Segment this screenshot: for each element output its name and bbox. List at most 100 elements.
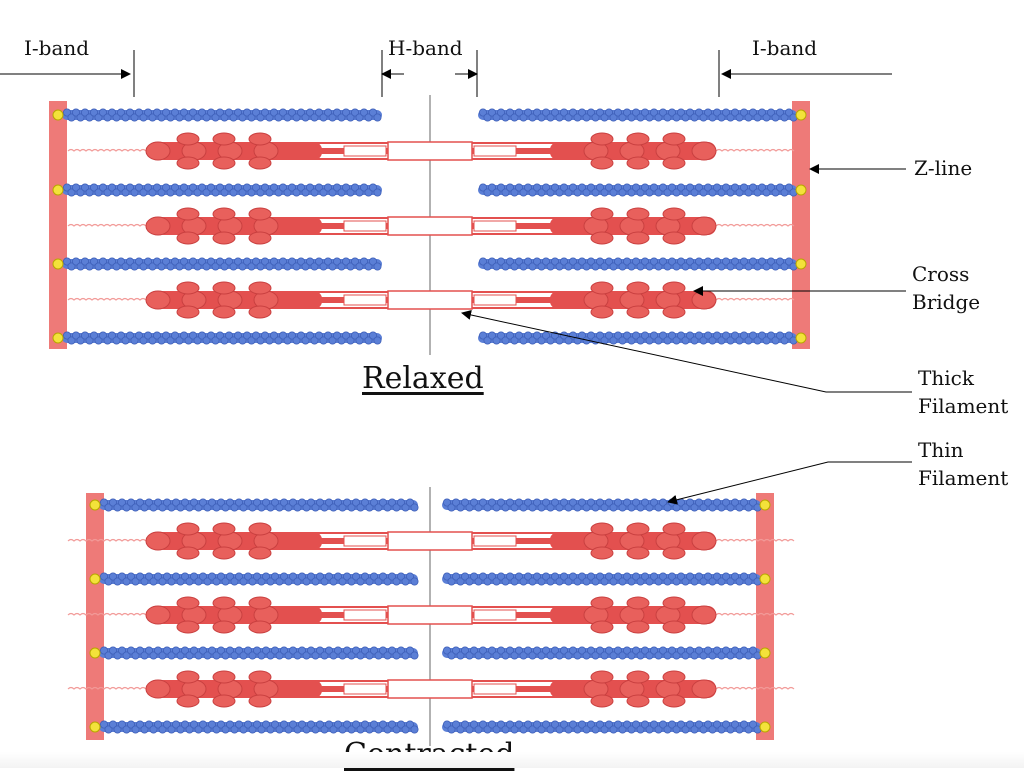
thick-filament-label: Thick Filament	[918, 366, 1009, 418]
z-line-left	[86, 493, 104, 740]
myosin-head	[248, 620, 272, 634]
thick-filament	[67, 281, 795, 319]
z-anchor	[89, 721, 101, 733]
myosin-head	[176, 281, 200, 295]
myosin-head	[691, 216, 717, 236]
myosin-head	[691, 141, 717, 161]
myosin-head	[662, 207, 686, 221]
thin-filament	[442, 498, 762, 512]
myosin-head	[145, 216, 171, 236]
thin-filament	[478, 183, 798, 197]
z-anchor	[759, 573, 771, 585]
h-band-label: H-band	[388, 36, 463, 60]
thin-filament	[442, 572, 762, 586]
z-anchor	[795, 109, 807, 121]
myosin-head	[590, 522, 614, 536]
z-anchor	[52, 332, 64, 344]
myosin-head	[176, 546, 200, 560]
myosin-head	[145, 531, 171, 551]
myosin-head	[176, 620, 200, 634]
myosin-head	[212, 281, 236, 295]
cross-bridge-label: Cross Bridge	[912, 262, 981, 314]
thin-filament-arrow	[667, 461, 912, 505]
myosin-head	[212, 522, 236, 536]
myosin-head	[626, 156, 650, 170]
myosin-head	[212, 670, 236, 684]
myosin-head	[248, 132, 272, 146]
thin-filament	[62, 108, 382, 122]
myosin-head	[662, 670, 686, 684]
z-anchor	[89, 647, 101, 659]
myosin-head	[662, 305, 686, 319]
myosin-head	[590, 620, 614, 634]
thick-filament	[67, 207, 795, 245]
myosin-head	[212, 132, 236, 146]
myosin-head	[176, 596, 200, 610]
thin-filament	[478, 108, 798, 122]
z-anchor	[52, 184, 64, 196]
thick-filament	[67, 670, 795, 708]
z-anchor	[795, 258, 807, 270]
contracted-sarcomere	[67, 487, 795, 746]
z-line-label: Z-line	[914, 156, 973, 180]
myosin-head	[626, 132, 650, 146]
z-anchor	[759, 499, 771, 511]
thin-filament	[478, 331, 798, 345]
myosin-head	[212, 546, 236, 560]
myosin-head	[176, 156, 200, 170]
myosin-head	[176, 132, 200, 146]
thick-filament	[67, 132, 795, 170]
myosin-head	[662, 620, 686, 634]
z-anchor	[795, 332, 807, 344]
z-line-right	[792, 101, 810, 349]
myosin-head	[590, 156, 614, 170]
thin-filament	[99, 498, 419, 512]
z-anchor	[52, 258, 64, 270]
myosin-head	[145, 290, 171, 310]
myosin-head	[691, 605, 717, 625]
myosin-head	[626, 281, 650, 295]
myosin-head	[626, 522, 650, 536]
myosin-head	[590, 231, 614, 245]
myosin-head	[590, 694, 614, 708]
myosin-head	[691, 531, 717, 551]
myosin-head	[691, 290, 717, 310]
z-anchor	[52, 109, 64, 121]
z-anchor	[89, 573, 101, 585]
myosin-head	[212, 305, 236, 319]
myosin-head	[626, 670, 650, 684]
myosin-head	[626, 207, 650, 221]
myosin-head	[145, 605, 171, 625]
thin-filament	[442, 720, 762, 734]
bottom-edge-shade	[0, 752, 1024, 768]
myosin-head	[248, 207, 272, 221]
myosin-head	[212, 694, 236, 708]
myosin-head	[176, 694, 200, 708]
thin-filament	[62, 183, 382, 197]
z-line-right	[756, 493, 774, 740]
z-anchor	[795, 184, 807, 196]
myosin-head	[590, 546, 614, 560]
i-band-right-label: I-band	[752, 36, 818, 60]
z-line-left	[49, 101, 67, 349]
myosin-head	[248, 231, 272, 245]
z-anchor	[759, 721, 771, 733]
thick-filament-arrow	[461, 310, 912, 393]
thin-filament	[62, 257, 382, 271]
myosin-head	[176, 231, 200, 245]
myosin-head	[248, 305, 272, 319]
myosin-head	[176, 670, 200, 684]
myosin-head	[590, 281, 614, 295]
thick-filament	[67, 522, 795, 560]
myosin-head	[691, 679, 717, 699]
myosin-head	[662, 281, 686, 295]
myosin-head	[626, 546, 650, 560]
myosin-head	[626, 231, 650, 245]
myosin-head	[248, 670, 272, 684]
myosin-head	[662, 522, 686, 536]
thin-filament	[442, 646, 762, 660]
z-anchor	[759, 647, 771, 659]
myosin-head	[590, 207, 614, 221]
